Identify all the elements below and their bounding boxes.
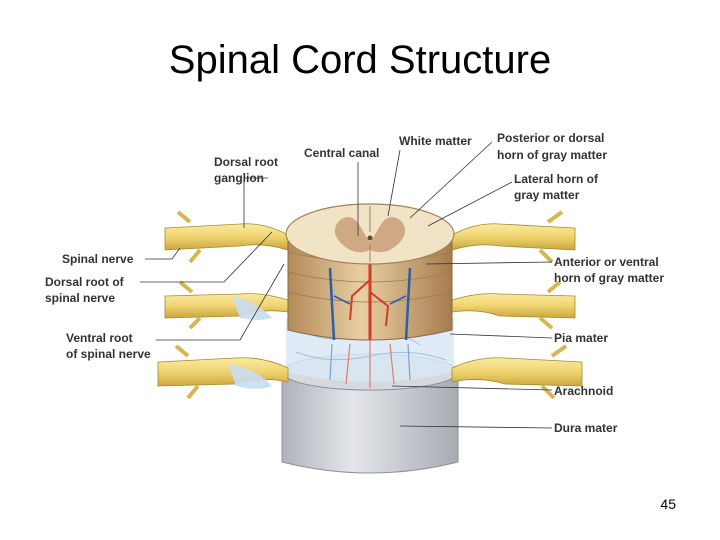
cord-cross-section <box>285 203 455 265</box>
label-ventral-root-1: Ventral root <box>66 331 133 345</box>
label-lateral-horn-1: Lateral horn of <box>514 172 599 186</box>
slide-title: Spinal Cord Structure <box>168 38 552 82</box>
label-dorsal-root-2: spinal nerve <box>45 291 115 305</box>
label-pia-mater: Pia mater <box>554 331 608 345</box>
spinal-nerves-left <box>157 210 291 400</box>
label-dura-mater: Dura mater <box>554 421 618 435</box>
label-anterior-horn-2: horn of gray matter <box>554 271 664 285</box>
label-lateral-horn-2: gray matter <box>514 188 580 202</box>
central-canal-mark <box>367 235 373 241</box>
label-white-matter: White matter <box>399 134 472 148</box>
page-number: 45 <box>660 496 676 512</box>
spinal-nerves-right <box>449 210 583 400</box>
label-dorsal-root-ganglion-1: Dorsal root <box>214 155 278 169</box>
spinal-cord-body <box>287 235 453 388</box>
label-ventral-root-2: of spinal nerve <box>66 347 151 361</box>
label-anterior-horn-1: Anterior or ventral <box>554 255 659 269</box>
label-posterior-horn-1: Posterior or dorsal <box>497 131 604 145</box>
label-arachnoid: Arachnoid <box>554 384 613 398</box>
label-central-canal: Central canal <box>304 146 379 160</box>
label-posterior-horn-2: horn of gray matter <box>497 148 607 162</box>
label-spinal-nerve: Spinal nerve <box>62 252 134 266</box>
label-dorsal-root-ganglion-2: ganglion <box>214 171 264 185</box>
leader-lines <box>140 141 553 429</box>
label-dorsal-root-1: Dorsal root of <box>45 275 125 289</box>
